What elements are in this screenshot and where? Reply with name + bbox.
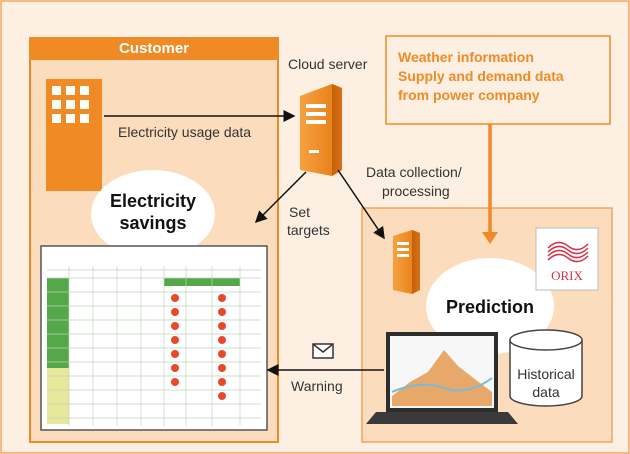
historical-label-1: Historical: [517, 366, 575, 382]
weather-line-3: from power company: [398, 87, 540, 103]
laptop-icon: [366, 332, 518, 424]
weather-line-2: Supply and demand data: [398, 68, 564, 84]
envelope-icon: [312, 343, 334, 359]
set-targets-label-1: Set: [289, 204, 311, 220]
weather-box: [385, 35, 611, 125]
set-targets-label-2: targets: [287, 222, 330, 238]
spreadsheet-image: [40, 245, 268, 431]
collection-label-1: Data collection/: [366, 164, 462, 180]
targets-arrow: [254, 171, 307, 224]
warning-label: Warning: [291, 378, 343, 394]
database-icon: [509, 329, 583, 407]
orix-logo-text: ORIX: [551, 268, 583, 283]
prediction-bubble: [426, 258, 554, 354]
collection-arrow: [337, 169, 385, 240]
cloud-server-label: Cloud server: [288, 56, 368, 72]
building-icon: [46, 79, 102, 191]
collection-label-2: processing: [382, 183, 450, 199]
weather-line-1: Weather information: [398, 49, 534, 65]
weather-arrow: [482, 124, 498, 244]
server-icon: [300, 84, 342, 176]
usage-data-label: Electricity usage data: [118, 124, 252, 140]
weather-text: Weather information Supply and demand da…: [398, 48, 610, 105]
customer-title: Customer: [118, 40, 189, 57]
prediction-server-icon: [393, 230, 420, 294]
orix-logo-icon: [535, 227, 599, 291]
historical-label-2: data: [532, 384, 560, 400]
savings-line-2: savings: [119, 213, 187, 233]
savings-line-1: Electricity: [109, 191, 197, 211]
savings-bubble: [91, 170, 215, 258]
prediction-label: Prediction: [445, 297, 534, 317]
customer-header: [30, 38, 278, 60]
